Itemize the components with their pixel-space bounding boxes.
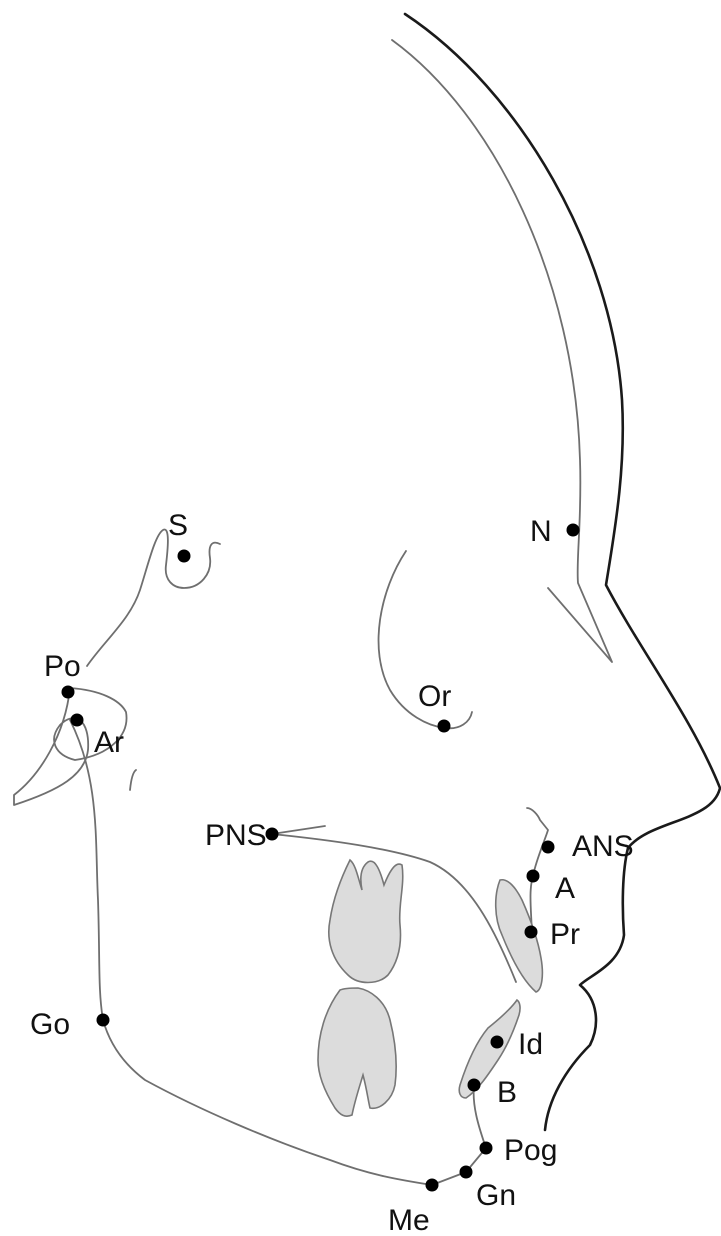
soft-tissue-profile xyxy=(405,14,720,1130)
lower-molar-shape xyxy=(318,988,396,1116)
go-label: Go xyxy=(30,1008,70,1041)
n-dot xyxy=(567,524,580,537)
pr-dot xyxy=(525,926,538,939)
id-dot xyxy=(491,1036,504,1049)
ans-label: ANS xyxy=(572,830,634,863)
me-dot xyxy=(426,1179,439,1192)
ans-dot xyxy=(542,841,555,854)
pog-dot xyxy=(480,1142,493,1155)
b-dot xyxy=(468,1079,481,1092)
articulare-curve xyxy=(130,770,136,790)
pr-label: Pr xyxy=(550,918,580,951)
or-dot xyxy=(438,720,451,733)
sella-turcica-outline xyxy=(87,530,220,666)
a-label: A xyxy=(555,872,575,905)
po-dot xyxy=(62,686,75,699)
pog-label: Pog xyxy=(504,1134,557,1167)
po-label: Po xyxy=(44,650,81,683)
s-label: S xyxy=(168,509,188,542)
gn-dot xyxy=(460,1166,473,1179)
upper-molar-shape xyxy=(329,860,403,983)
gn-label: Gn xyxy=(476,1179,516,1212)
me-label: Me xyxy=(388,1204,430,1236)
or-label: Or xyxy=(418,680,451,713)
s-dot xyxy=(178,550,191,563)
ar-label: Ar xyxy=(94,726,124,759)
ar-dot xyxy=(71,714,84,727)
id-label: Id xyxy=(518,1028,543,1061)
pns-dot xyxy=(266,828,279,841)
frontal-nasal-bone-outline xyxy=(392,40,612,662)
pns-label: PNS xyxy=(205,819,267,852)
n-label: N xyxy=(530,515,552,548)
a-dot xyxy=(527,870,540,883)
mandible-outline xyxy=(70,720,486,1185)
b-label: B xyxy=(497,1076,517,1109)
landmark-labels: N S Or Po Ar PNS ANS A Pr Go Id B Pog Gn… xyxy=(30,509,634,1236)
go-dot xyxy=(97,1014,110,1027)
